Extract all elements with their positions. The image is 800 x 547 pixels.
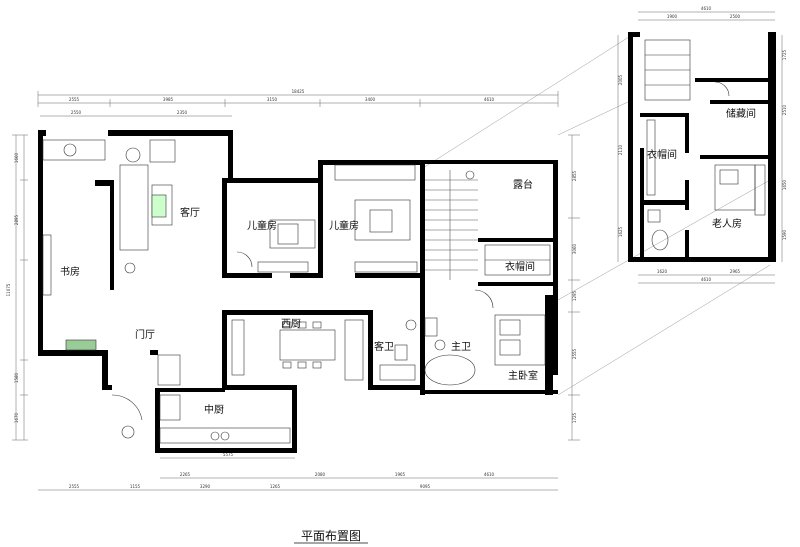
dim-left-seg-1: 1660 [14, 152, 19, 163]
dim-right-5: 1725 [572, 412, 577, 423]
label-study: 书房 [60, 265, 80, 278]
inset-dim-left-1: 2005 [618, 74, 623, 85]
inset-dim-right-4: 1590 [782, 229, 787, 240]
inset-dim-bottom-1: 1620 [657, 269, 668, 274]
dim-bottom-2-3: 9095 [420, 484, 431, 489]
dim-bottom-1-4: 4610 [484, 472, 495, 477]
inset-dim-bottom: 4610 [701, 277, 712, 282]
label-foyer: 门厅 [135, 328, 155, 341]
walls [38, 130, 558, 453]
label-kids-room-2: 儿童房 [329, 219, 359, 232]
dim-bottom-3-2: 1155 [130, 484, 141, 489]
inset-dim-bottom-2: 2965 [730, 269, 741, 274]
inset-walls [628, 32, 776, 262]
dim-left-seg-4: 1670 [14, 412, 19, 423]
inset-dim-top: 4610 [701, 6, 712, 11]
dim-right-2: 3060 [572, 243, 577, 254]
dim-top-inner-2: 2350 [177, 110, 188, 115]
dim-right-4: 2555 [572, 348, 577, 359]
inset-dim-right-1: 1725 [782, 49, 787, 60]
dim-kitchen-width: 5575 [223, 452, 234, 457]
dim-top-overall: 18425 [292, 89, 305, 94]
dim-bottom-2-2: 1265 [270, 484, 281, 489]
label-master-bedroom: 主卧室 [508, 369, 538, 382]
inset-dim-right-2: 2510 [782, 104, 787, 115]
dimension-lines [12, 91, 580, 491]
dim-top-inner-1: 2550 [71, 110, 82, 115]
label-master-bath: 主卫 [451, 341, 471, 353]
dim-bottom-3-1: 2555 [69, 484, 80, 489]
furniture [42, 139, 551, 444]
label-living-room: 客厅 [180, 206, 200, 219]
label-terrace: 露台 [513, 178, 533, 191]
dim-top-seg-4: 3400 [365, 97, 376, 102]
label-chinese-kitchen: 中厨 [204, 403, 224, 416]
inset-dim-left-2: 2110 [618, 144, 623, 155]
label-storage-room: 储藏间 [726, 107, 756, 120]
dim-bottom-2-1: 3290 [200, 484, 211, 489]
dim-left-seg-2: 2895 [14, 214, 19, 225]
label-closet-elder: 衣帽间 [647, 148, 677, 161]
dim-top-seg-3: 3150 [267, 97, 278, 102]
label-closet-main: 衣帽间 [505, 260, 535, 273]
dim-top-seg-2: 3985 [163, 97, 174, 102]
label-kids-room-1: 儿童房 [247, 219, 277, 232]
inset-dim-top-1: 1900 [667, 14, 678, 19]
label-elder-room: 老人房 [712, 217, 742, 230]
dim-left-overall: 11075 [6, 283, 11, 296]
projection-lines [419, 34, 771, 396]
dim-left-seg-3: 1580 [14, 372, 19, 383]
inset-furniture [644, 39, 766, 251]
inset-dim-left-3: 1625 [618, 226, 623, 237]
dim-bottom-1-3: 1965 [395, 472, 406, 477]
dim-right-3: 1295 [572, 290, 577, 301]
drawing-caption: 平面布置图 [301, 529, 361, 543]
dim-top-seg-1: 2555 [69, 97, 80, 102]
inset-dim-right-3: 1650 [782, 179, 787, 190]
dim-bottom-1-2: 2080 [315, 472, 326, 477]
label-western-kitchen: 西厨 [281, 318, 301, 330]
inset-dimension-lines [617, 11, 783, 284]
inset-dim-top-2: 2500 [730, 14, 741, 19]
label-guest-bath: 客卫 [374, 340, 394, 353]
dim-bottom-1-1: 2265 [180, 472, 191, 477]
dim-right-1: 2855 [572, 170, 577, 181]
dim-top-seg-5: 4610 [484, 97, 495, 102]
